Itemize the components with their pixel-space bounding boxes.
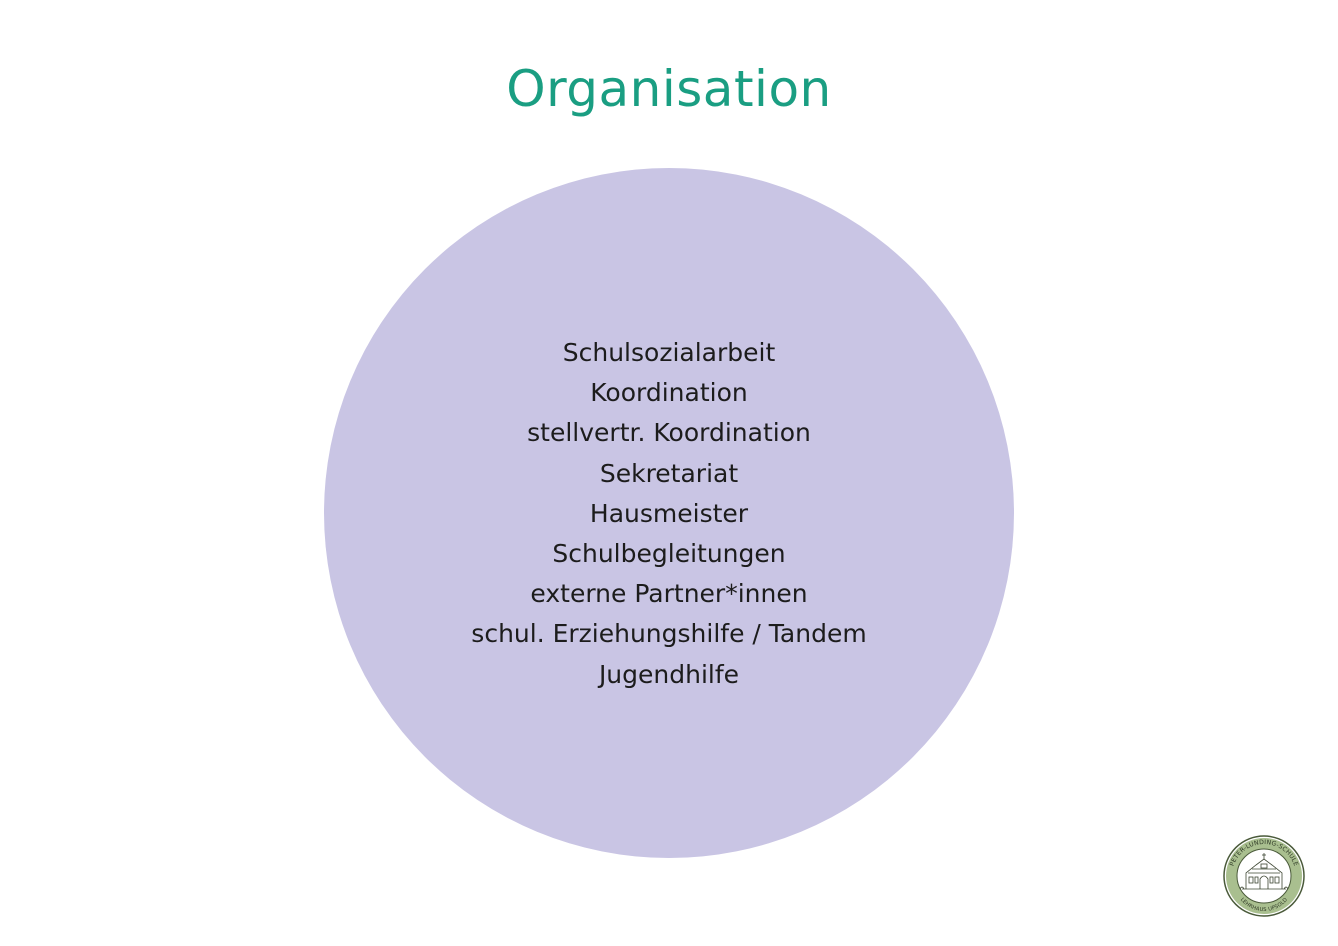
list-item: stellvertr. Koordination <box>527 418 811 448</box>
list-item: Schulsozialarbeit <box>562 338 776 367</box>
list-item: Hausmeister <box>589 498 749 528</box>
school-seal-icon: PETER-LUNDING-SCHULE LEHRHAUS UPSOLD <box>1223 835 1305 917</box>
page-title: Organisation <box>506 60 832 118</box>
list-item: externe Partner*innen <box>530 579 808 609</box>
organisation-list: Schulsozialarbeit Koordination stellvert… <box>324 333 1014 695</box>
list-item: schul. Erziehungshilfe / Tandem <box>471 619 867 649</box>
organisation-circle <box>324 168 1014 858</box>
list-item: Jugendhilfe <box>598 659 740 689</box>
list-item: Schulbegleitungen <box>552 539 786 569</box>
list-item: Sekretariat <box>599 458 739 488</box>
list-item: Koordination <box>590 378 748 408</box>
